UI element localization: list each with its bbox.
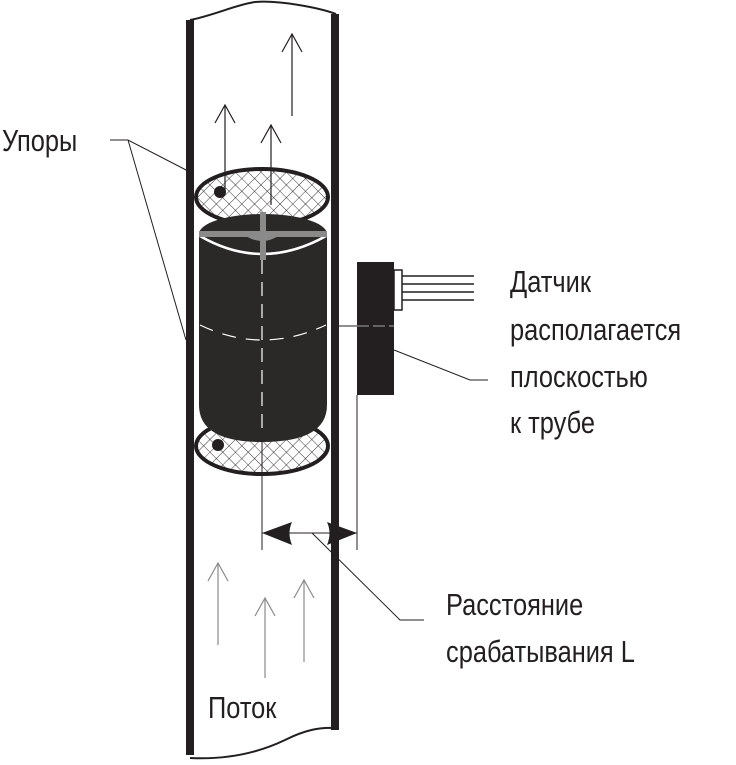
flow-arrows-bottom — [207, 561, 315, 678]
label-sensor-line-1: Датчик — [510, 265, 591, 300]
distance-dimension — [262, 522, 357, 545]
label-flow: Поток — [208, 691, 277, 726]
flow-arrows-top — [214, 32, 303, 205]
pipe-left-wall — [186, 20, 194, 755]
leader-stops-2 — [127, 139, 187, 341]
label-sensor-line-2: располагается — [510, 313, 681, 348]
pipe-right-wall — [331, 14, 339, 730]
label-sensor-line-3: плоскостью — [510, 360, 648, 395]
label-distance-line-2: срабатывания L — [446, 635, 635, 670]
flow-arrow-icon — [254, 596, 276, 678]
leader-distance — [311, 532, 424, 621]
pipe-bottom-edge — [189, 726, 336, 760]
leader-sensor — [393, 349, 488, 381]
stop-pin — [214, 186, 226, 198]
flow-arrow-icon — [207, 561, 229, 645]
leader-stops — [110, 139, 191, 173]
flow-arrow-icon — [293, 578, 315, 662]
arrow-right-icon — [327, 522, 357, 545]
label-stops: Упоры — [2, 124, 77, 159]
label-distance-line-1: Расстояние — [446, 588, 583, 623]
float-magnet — [199, 212, 327, 550]
pipe-top-edge — [189, 0, 337, 21]
leader-lines — [110, 139, 488, 621]
pipe — [186, 0, 339, 760]
sensor — [339, 262, 474, 550]
flow-arrow-icon — [281, 32, 303, 116]
label-sensor-line-4: к трубе — [510, 406, 595, 441]
arrow-left-icon — [262, 522, 292, 545]
stop-pin — [212, 439, 224, 451]
